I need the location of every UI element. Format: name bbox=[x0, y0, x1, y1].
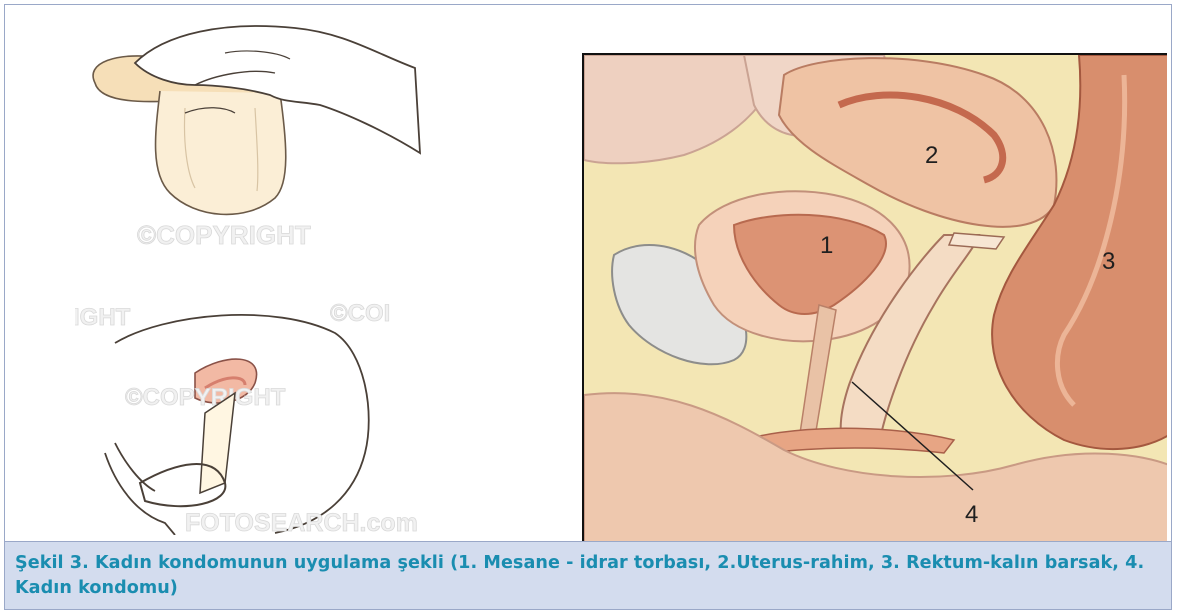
watermark-copyright-mid: ©COPYRIGHT bbox=[125, 384, 286, 411]
watermark-copyright-top: ©COPYRIGHT bbox=[137, 220, 311, 250]
watermark-fotosearch: FOTOSEARCH.com bbox=[185, 509, 418, 535]
watermark-left-fragment: IGHT bbox=[75, 304, 131, 331]
label-condom: 4 bbox=[965, 501, 978, 528]
insertion-body-illustration: IGHT ©COI ©COPYRIGHT FOTOSEARCH.com bbox=[75, 300, 418, 535]
watermark-right-fragment: ©COI bbox=[330, 300, 390, 327]
hand-squeeze-illustration: ©COPYRIGHT bbox=[93, 26, 420, 250]
anatomy-illustration-panel: 2 3 1 4 bbox=[582, 53, 1167, 541]
insertion-illustrations: ©COPYRIGHT IGHT ©COI ©COPYRIGHT FOTOSEAR… bbox=[75, 13, 425, 535]
figure-caption: Şekil 3. Kadın kondomunun uygulama şekli… bbox=[15, 551, 1161, 601]
figure-frame: ©COPYRIGHT IGHT ©COI ©COPYRIGHT FOTOSEAR… bbox=[4, 4, 1172, 610]
figure-caption-bar: Şekil 3. Kadın kondomunun uygulama şekli… bbox=[5, 541, 1171, 609]
label-bladder: 1 bbox=[820, 232, 833, 259]
label-uterus: 2 bbox=[925, 142, 938, 169]
anatomy-illustration: 2 3 1 4 bbox=[584, 55, 1167, 541]
label-rectum: 3 bbox=[1102, 248, 1115, 275]
